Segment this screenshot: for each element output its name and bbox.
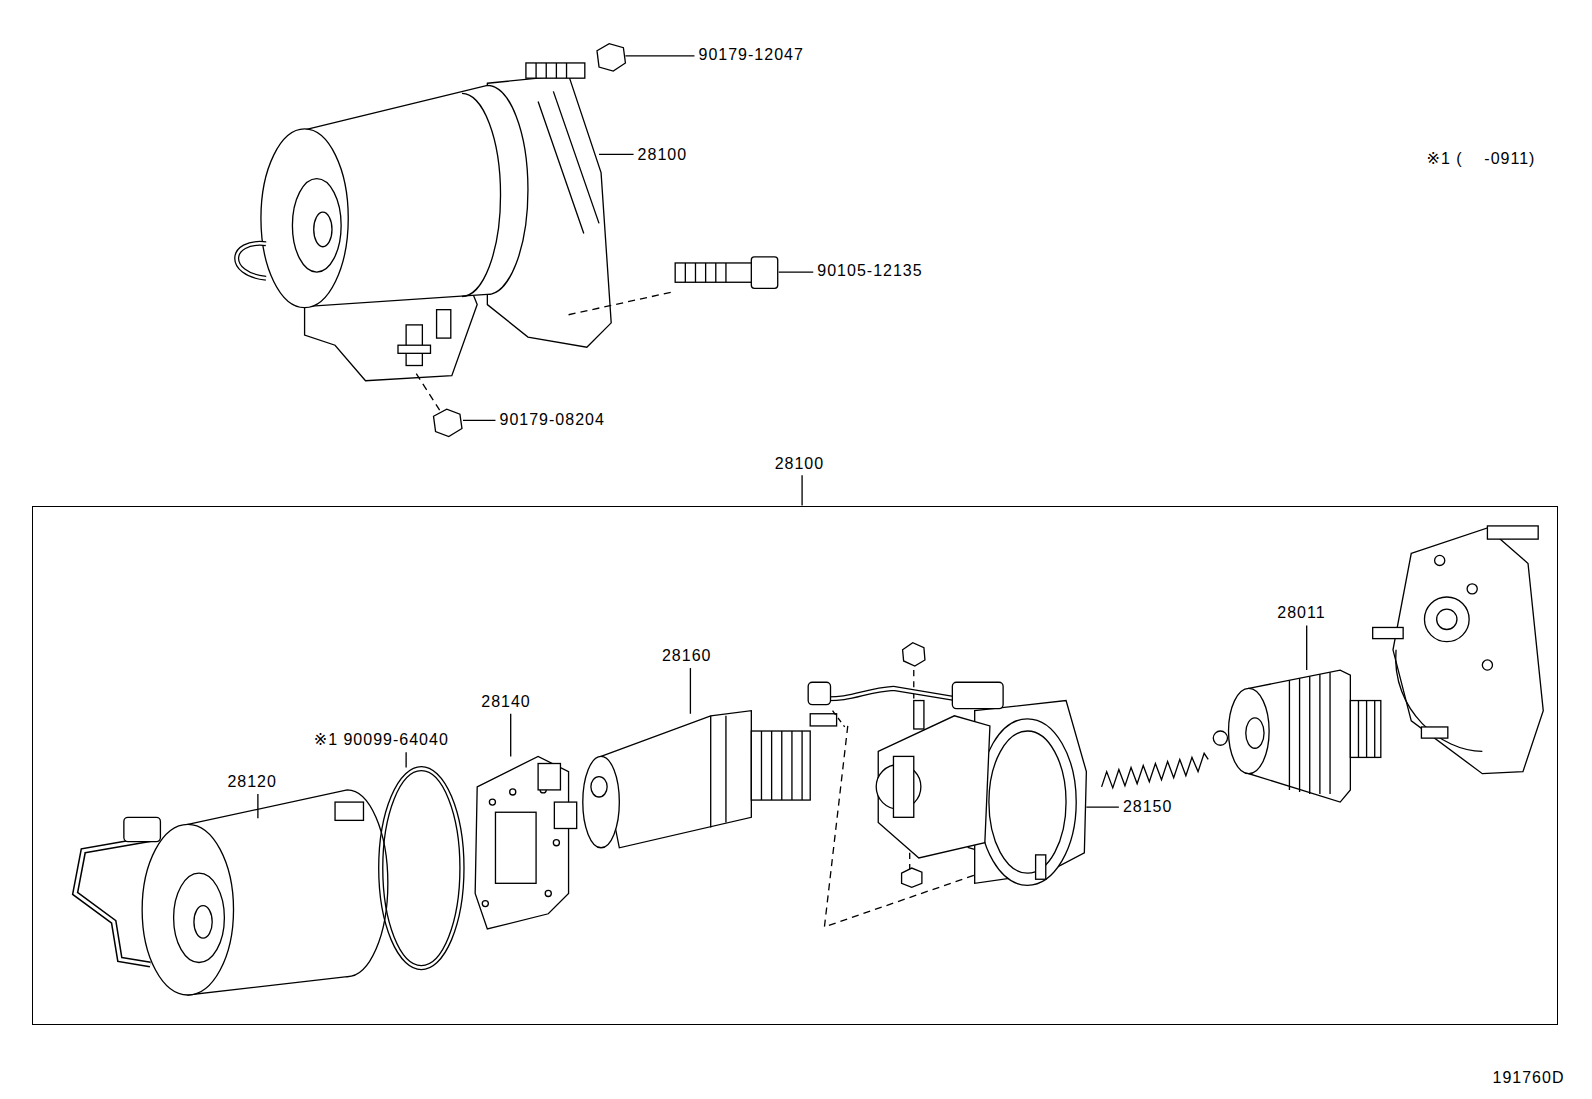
callout-number: ※1 ( -0911)	[1427, 151, 1536, 167]
callout-number: 90179-12047	[699, 47, 804, 63]
callout-number: 28120	[227, 774, 277, 790]
callout-number: 90179-08204	[500, 412, 605, 428]
callout-number: 90105-12135	[817, 263, 922, 279]
callout-number: 28140	[481, 694, 531, 710]
assembly-box: 28100	[32, 506, 1558, 1026]
callout-number: 28160	[662, 648, 712, 664]
part-number: 28100	[775, 456, 825, 472]
callout-number: 28011	[1277, 605, 1325, 621]
callout-number: 191760D	[1493, 1070, 1565, 1086]
callout-number: 28100	[638, 147, 688, 163]
callout-number: ※1 90099-64040	[314, 732, 449, 748]
callout-number: 28150	[1123, 799, 1173, 815]
